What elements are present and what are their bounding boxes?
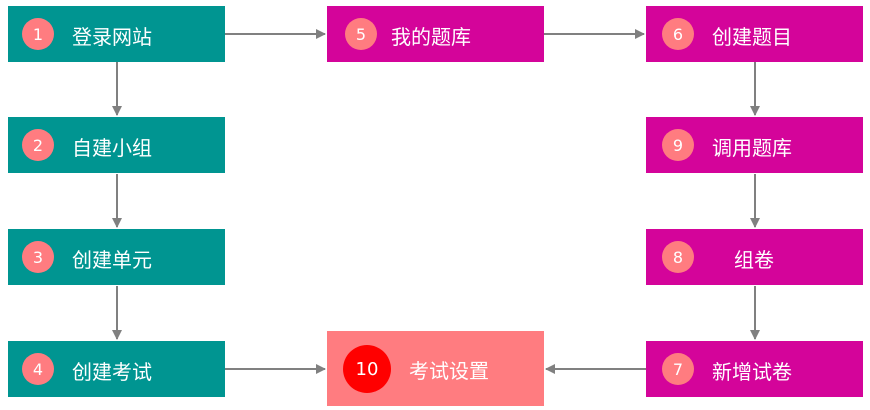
step-number-badge: 1 [22,18,54,50]
step-7-add-paper: 7 新增试卷 [646,341,863,397]
step-9-use-question-bank: 9 调用题库 [646,117,863,173]
step-number-badge: 7 [662,353,694,385]
step-4-create-exam: 4 创建考试 [8,341,225,397]
step-10-exam-settings: 10 考试设置 [327,331,544,406]
step-number-badge: 6 [662,18,694,50]
step-label: 我的题库 [391,25,471,49]
step-5-my-question-bank: 5 我的题库 [327,6,544,62]
step-number-badge: 4 [22,353,54,385]
step-label: 登录网站 [72,25,152,49]
step-number-badge: 2 [22,129,54,161]
step-3-create-unit: 3 创建单元 [8,229,225,285]
step-2-create-group: 2 自建小组 [8,117,225,173]
step-label: 创建单元 [72,248,152,272]
step-label: 创建考试 [72,360,152,384]
step-label: 组卷 [734,248,774,272]
step-number-badge: 3 [22,241,54,273]
step-8-compose-paper: 8 组卷 [646,229,863,285]
step-number-badge: 5 [345,18,377,50]
step-number-badge: 10 [343,345,391,393]
step-6-create-question: 6 创建题目 [646,6,863,62]
step-label: 新增试卷 [712,360,792,384]
step-label: 考试设置 [409,359,489,383]
step-number-badge: 9 [662,129,694,161]
step-label: 创建题目 [712,25,792,49]
step-number-badge: 8 [662,241,694,273]
step-1-login: 1 登录网站 [8,6,225,62]
step-label: 自建小组 [72,136,152,160]
step-label: 调用题库 [712,136,792,160]
